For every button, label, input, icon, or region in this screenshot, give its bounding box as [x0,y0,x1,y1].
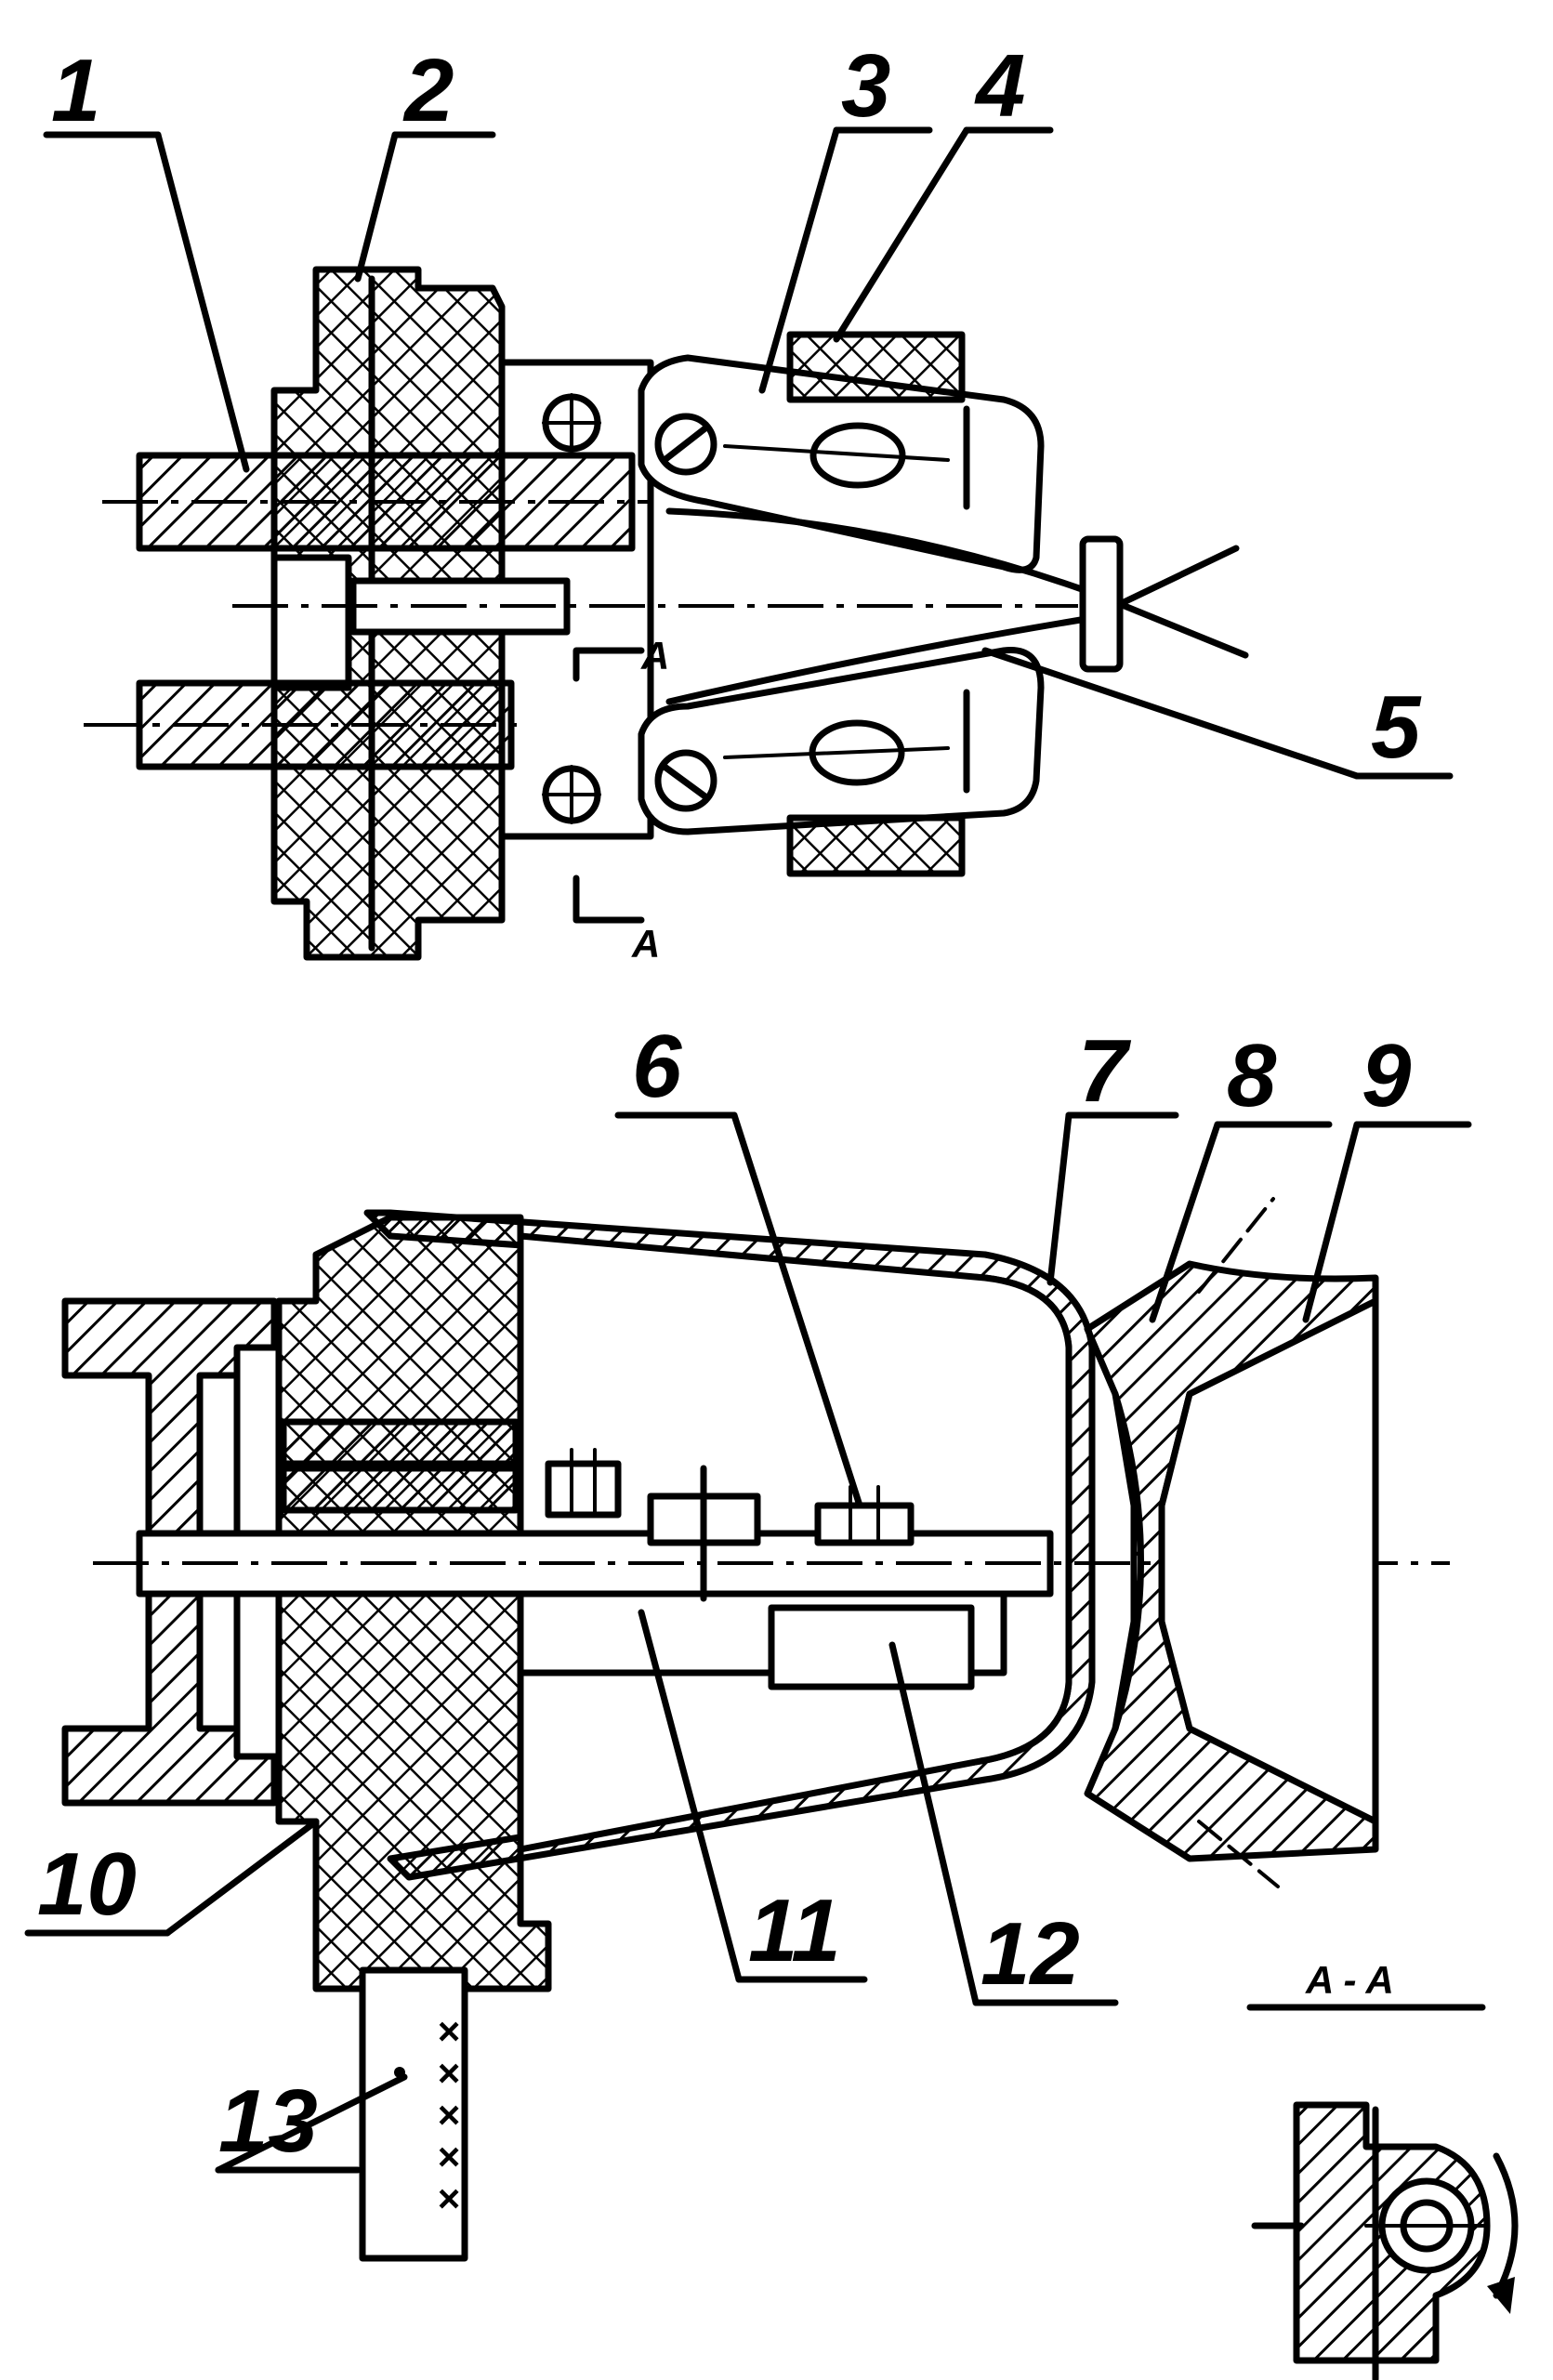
board-frame [517,1590,1007,1677]
spark-ray-1 [1116,545,1240,608]
label-5: 5 [1371,677,1422,777]
svg-text:×: × [437,2176,460,2220]
label-3: 3 [841,36,890,136]
cable-mark: × [437,2009,460,2053]
label-11: 11 [748,1881,841,1980]
component-6 [814,1502,915,1546]
upper-leaders [43,126,1454,780]
component-left [545,1460,622,1519]
tip-plate [1079,535,1124,673]
label-6: 6 [632,1017,682,1116]
section-mark-upper [573,647,645,682]
stud-lower [280,1465,520,1514]
section-mark-lower [573,874,645,924]
upper-assembly: A A [84,266,1249,966]
label-1: 1 [51,41,100,140]
svg-text:×: × [437,2093,460,2137]
component-12 [768,1604,975,1690]
svg-text:×: × [437,2135,460,2178]
cable [359,1966,468,2262]
lower-leaders [24,1111,1486,2174]
stud-upper [280,1418,520,1467]
label-2: 2 [402,41,454,140]
lower-holder-axis [723,746,950,759]
section-mark-lower-letter: A [631,922,660,966]
section-rotation-arrow [1493,2152,1519,2299]
upper-housing [498,359,654,840]
lower-electrode [665,614,1096,705]
upper-holder-axis [723,444,950,462]
lens-cone [1158,1297,1379,1825]
label-13: 13 [218,2071,318,2171]
label-8: 8 [1227,1026,1277,1125]
upper-screw-slot [661,424,710,464]
label-9: 9 [1362,1026,1411,1125]
section-title: A - A [1305,1958,1394,2002]
upper-winding [786,331,966,403]
label-10: 10 [37,1834,137,1934]
insulator-gap [270,554,352,691]
lens-element [1112,1390,1144,1732]
lower-screw-slot [661,763,710,801]
svg-text:×: × [437,2051,460,2095]
label-12: 12 [980,1904,1080,2004]
upper-electrode [665,507,1096,597]
label-7: 7 [1078,1021,1132,1121]
callout-labels: 1 2 3 4 5 6 7 8 9 10 11 12 13 A - A [37,36,1422,2171]
label-4: 4 [974,36,1025,136]
lower-winding [786,814,966,877]
lower-assembly: × × × × × [61,1197,1450,2262]
spark-ray-2 [1116,600,1249,659]
section-mark-upper-letter: A [640,634,669,677]
section-a-a [1251,2101,1519,2380]
